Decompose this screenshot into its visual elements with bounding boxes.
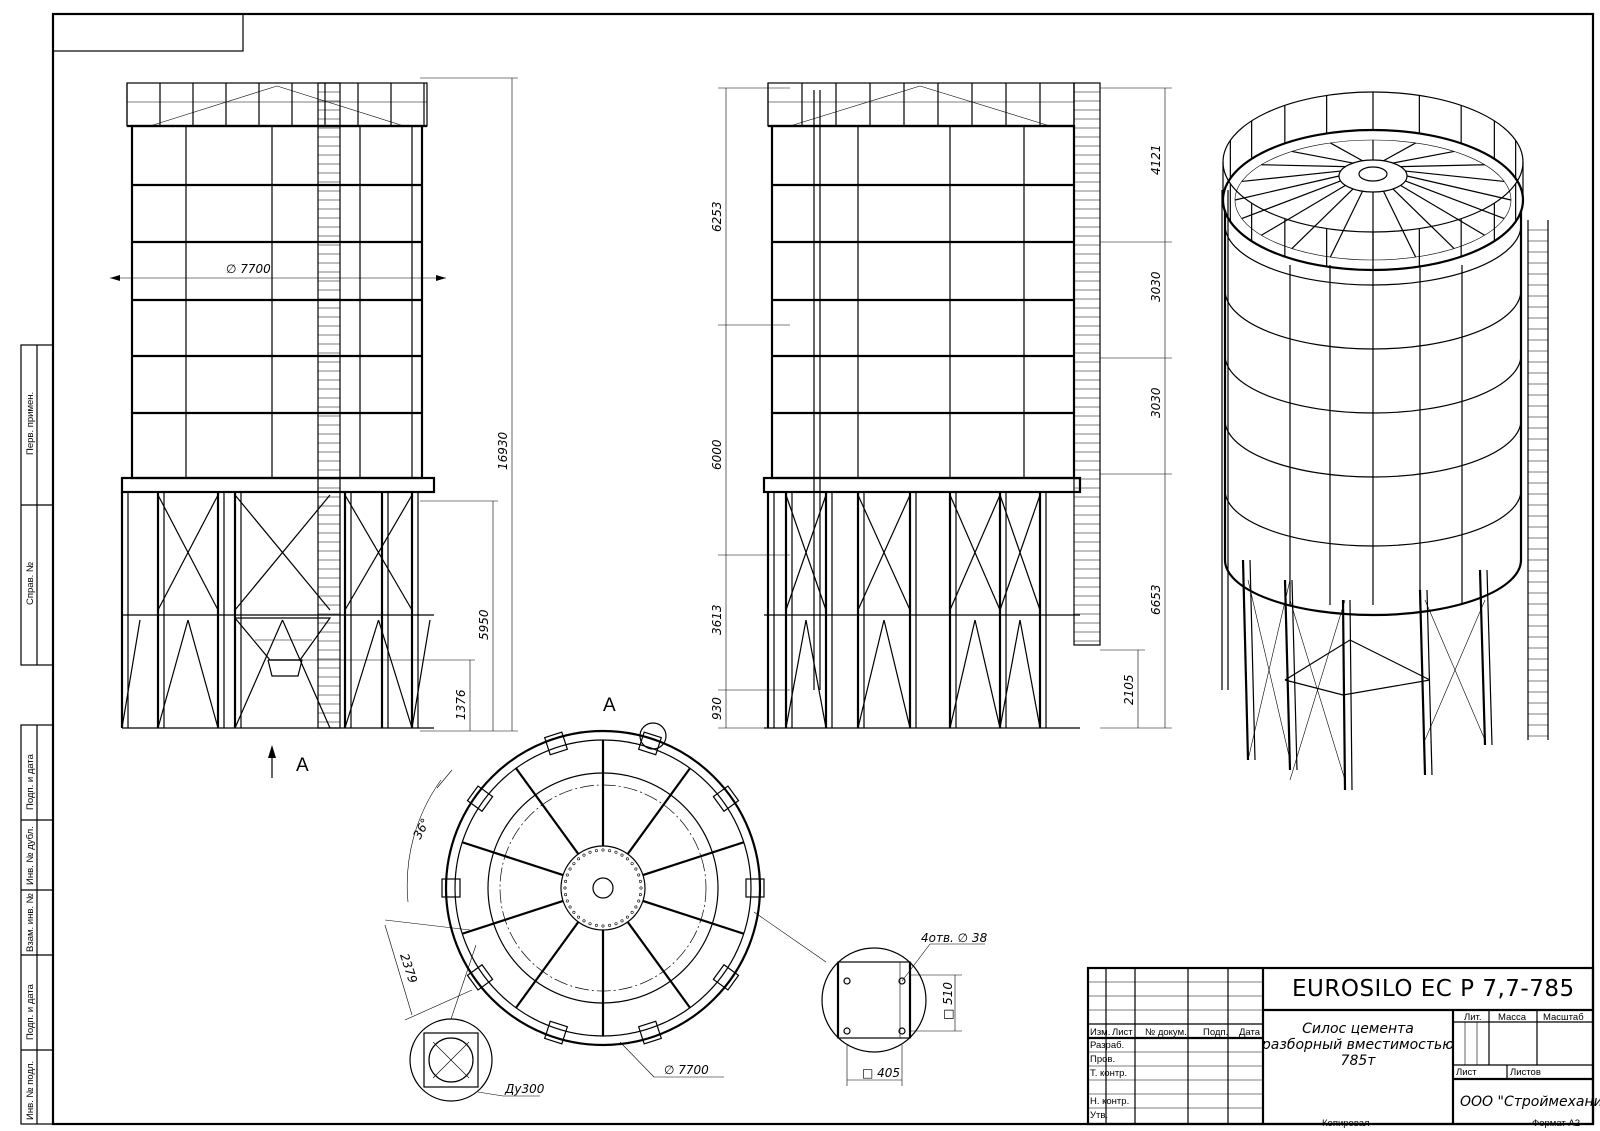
side-stamp-6: Подп. и дата <box>25 983 36 1040</box>
title-block: EUROSILO EC P 7,7-785 Силос цемента разб… <box>1086 966 1600 1126</box>
tb-sheets: Листов <box>1510 1067 1541 1078</box>
side-dim-2105: 2105 <box>1122 674 1136 705</box>
tb-header-doc: № докум. <box>1145 1027 1187 1038</box>
side-dim-3613: 3613 <box>710 604 724 635</box>
detail-holes-label: 4отв. ∅ 38 <box>921 931 988 945</box>
tb-role-1: Разраб. <box>1090 1040 1124 1051</box>
tb-role-3: Т. контр. <box>1090 1068 1127 1079</box>
side-stamp-4: Инв. № дубл. <box>25 826 36 885</box>
side-stamp-1: Перв. примен. <box>25 392 36 455</box>
plan-nozzle-label: Ду300 <box>504 1082 545 1096</box>
plan-view-title: A <box>603 695 616 716</box>
side-dim-3030-a: 3030 <box>1149 271 1163 302</box>
tb-scale: Масштаб <box>1543 1012 1584 1023</box>
tb-header-list: Лист <box>1112 1027 1133 1038</box>
flange-detail: 4отв. ∅ 38 □ 405 □ 510 <box>753 911 988 1086</box>
tb-role-2: Пров. <box>1090 1054 1115 1065</box>
footer-format: Формат А2 <box>1532 1118 1581 1129</box>
side-dim-3030-b: 3030 <box>1149 387 1163 418</box>
side-dim-930: 930 <box>710 697 724 720</box>
tb-role-4: Н. контр. <box>1090 1096 1129 1107</box>
side-stamp-5: Взам. инв. № <box>25 893 36 952</box>
side-stamp-7: Инв. № подл. <box>25 1061 36 1120</box>
title-code: EUROSILO EC P 7,7-785 <box>1292 976 1575 1002</box>
footer-copied: Копировал <box>1322 1118 1370 1129</box>
detail-height-label: □ 510 <box>941 982 955 1020</box>
front-diameter-label: ∅ 7700 <box>226 262 271 276</box>
tb-role-5: Утв. <box>1090 1110 1108 1121</box>
front-height-total: 16930 <box>496 431 510 470</box>
tb-header-sign: Подп. <box>1203 1027 1228 1038</box>
front-height-support: 5950 <box>477 609 491 640</box>
front-view: ∅ 7700 16930 5950 1376 A <box>110 77 518 778</box>
plan-angle-label: 36° <box>410 816 432 841</box>
isometric-view <box>1221 91 1549 791</box>
tb-sheet: Лист <box>1456 1067 1477 1078</box>
side-stamp-3: Подп. и дата <box>25 753 36 810</box>
plan-chord-label: 2379 <box>397 952 420 985</box>
tb-header-izm: Изм. <box>1090 1027 1110 1038</box>
title-desc-2: разборный вместимостью <box>1261 1037 1454 1053</box>
plan-diameter-label: ∅ 7700 <box>664 1063 709 1077</box>
side-view: 6253 6000 3613 930 4121 3030 3030 6653 2… <box>710 82 1172 729</box>
side-stamp: Перв. примен. Справ. № Подп. и дата Инв.… <box>20 344 54 1125</box>
side-dim-6653: 6653 <box>1149 584 1163 615</box>
tb-mass: Масса <box>1498 1012 1527 1023</box>
tb-lit: Лит. <box>1464 1012 1481 1023</box>
title-desc-3: 785т <box>1341 1053 1377 1069</box>
side-dim-6253: 6253 <box>710 201 724 232</box>
sheet-frame <box>51 12 1595 1126</box>
side-stamp-2: Справ. № <box>25 562 36 605</box>
title-desc-1: Силос цемента <box>1302 1021 1414 1037</box>
tb-header-date: Дата <box>1239 1027 1261 1038</box>
top-left-stamp-box <box>52 13 244 52</box>
detail-width-label: □ 405 <box>862 1066 900 1080</box>
front-height-outlet: 1376 <box>454 689 468 720</box>
front-view-arrow-label: A <box>296 755 309 776</box>
plan-view: A 36° 2379 ∅ 7700 Ду300 <box>384 695 765 1102</box>
title-company: ООО "Строймеханика" <box>1460 1094 1600 1110</box>
side-dim-6000: 6000 <box>710 439 724 470</box>
side-dim-4121: 4121 <box>1149 144 1163 175</box>
